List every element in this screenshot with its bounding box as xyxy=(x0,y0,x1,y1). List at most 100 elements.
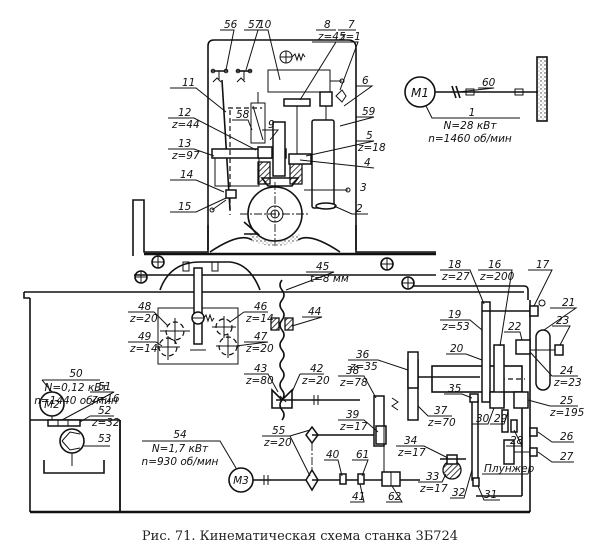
worm-7 xyxy=(319,91,333,107)
label-5-z: z=18 xyxy=(357,142,386,154)
label-32: 32 xyxy=(452,487,466,499)
clutch-28 xyxy=(510,419,518,433)
handle-17 xyxy=(529,305,539,317)
label-43-z: z=80 xyxy=(245,375,274,387)
gear-31 xyxy=(472,477,480,487)
label-55: 55 xyxy=(272,425,286,437)
wheelhead-housing xyxy=(132,39,436,256)
pinion-14 xyxy=(225,189,237,199)
gear-30 xyxy=(489,391,505,409)
label-45: 45 xyxy=(316,261,330,273)
label-30: 30 xyxy=(476,413,490,425)
gear-35 xyxy=(469,393,479,403)
label-8-z: z=45 xyxy=(317,31,346,43)
label-42: 42 xyxy=(310,363,324,375)
label-47-z: z=20 xyxy=(245,343,274,355)
spindle-9 xyxy=(272,121,286,177)
label-18-z: z=27 xyxy=(441,271,470,283)
label-3: 3 xyxy=(360,182,367,194)
label-38-z: z=78 xyxy=(339,377,368,389)
label-31: 31 xyxy=(484,489,497,501)
label-60: 60 xyxy=(482,77,496,89)
label-48: 48 xyxy=(138,301,152,313)
label-51: 51 xyxy=(98,381,111,393)
m2-power: N=0,12 кВт xyxy=(44,382,108,394)
label-55-z: z=20 xyxy=(263,437,292,449)
m3-speed: n=930 об/мин xyxy=(142,456,219,468)
label-45-t: t=8 мм xyxy=(310,273,349,285)
label-16-z: z=200 xyxy=(479,271,515,283)
rack-32 xyxy=(471,399,479,481)
label-16: 16 xyxy=(488,259,502,271)
m3-power: N=1,7 кВт xyxy=(152,443,209,455)
label-34-z: z=17 xyxy=(397,447,426,459)
gear-8 xyxy=(283,98,311,107)
label-39-z: z=17 xyxy=(339,421,368,433)
m2-speed: n=1440 об/мин xyxy=(34,395,118,407)
label-46: 46 xyxy=(254,301,268,313)
label-25: 25 xyxy=(560,395,574,407)
bevel-gear-43 xyxy=(271,388,293,409)
label-11: 11 xyxy=(182,77,195,89)
label-25-z: z=195 xyxy=(549,407,585,419)
label-42-z: z=20 xyxy=(301,375,330,387)
label-8: 8 xyxy=(324,19,331,31)
label-59: 59 xyxy=(362,106,376,118)
gear-5 xyxy=(288,153,312,165)
label-50: 50 xyxy=(69,368,83,380)
figure-caption: Рис. 71. Кинематическая схема станка 3Б7… xyxy=(142,529,458,544)
label-47: 47 xyxy=(254,331,268,343)
label-61: 61 xyxy=(356,449,369,461)
gear-36 xyxy=(407,351,419,389)
label-33: 33 xyxy=(426,471,439,483)
label-7-z: z=1 xyxy=(339,31,361,43)
label-39: 39 xyxy=(346,409,360,421)
label-24: 24 xyxy=(560,365,573,377)
label-43: 43 xyxy=(254,363,267,375)
label-19-z: z=53 xyxy=(441,321,470,333)
label-37: 37 xyxy=(434,405,448,417)
gear-18-19 xyxy=(481,301,491,403)
label-4: 4 xyxy=(364,157,371,169)
label-7: 7 xyxy=(348,19,355,31)
label-28: 28 xyxy=(510,435,524,447)
m1-power: N=28 кВт xyxy=(443,120,497,132)
label-14: 14 xyxy=(180,169,193,181)
gearbox-46-49 xyxy=(156,267,240,365)
label-49-z: z=14 xyxy=(129,343,158,355)
label-6: 6 xyxy=(362,75,369,87)
motor-m3-label: M3 xyxy=(233,475,249,487)
label-13-z: z=97 xyxy=(171,150,200,162)
part-labels: 56 57 10 8 z=45 7 z=1 6 59 5 z=18 4 3 2 … xyxy=(61,19,585,503)
label-62: 62 xyxy=(388,491,402,503)
label-26: 26 xyxy=(560,431,574,443)
clutch-22 xyxy=(515,339,531,355)
label-53: 53 xyxy=(98,433,111,445)
label-49: 49 xyxy=(138,331,152,343)
gear-4 xyxy=(311,119,335,209)
clutch-61 xyxy=(357,473,365,485)
handle-23 xyxy=(554,344,564,356)
label-20: 20 xyxy=(450,343,464,355)
grinding-wheel-m1 xyxy=(536,56,548,122)
lever xyxy=(193,267,203,345)
feed-screw xyxy=(270,279,294,421)
label-33-z: z=17 xyxy=(419,483,448,495)
label-17: 17 xyxy=(536,259,550,271)
lever-11 xyxy=(221,79,231,211)
motor-m2-label: M2 xyxy=(44,399,60,411)
label-34: 34 xyxy=(404,435,417,447)
label-22: 22 xyxy=(508,321,522,333)
label-21: 21 xyxy=(562,297,575,309)
label-9: 9 xyxy=(268,119,275,131)
hydraulic-cylinder-20 xyxy=(431,365,523,393)
gear-12 xyxy=(257,146,273,159)
gear-39 xyxy=(375,425,387,445)
hydraulic-cylinder-10 xyxy=(267,69,331,93)
label-36-z: z=35 xyxy=(349,361,378,373)
handle-27 xyxy=(529,447,538,457)
label-44: 44 xyxy=(308,306,321,318)
plunger-label: Плунжер xyxy=(484,463,535,475)
m1-speed: n=1460 об/мин xyxy=(428,133,512,145)
table xyxy=(23,252,529,300)
